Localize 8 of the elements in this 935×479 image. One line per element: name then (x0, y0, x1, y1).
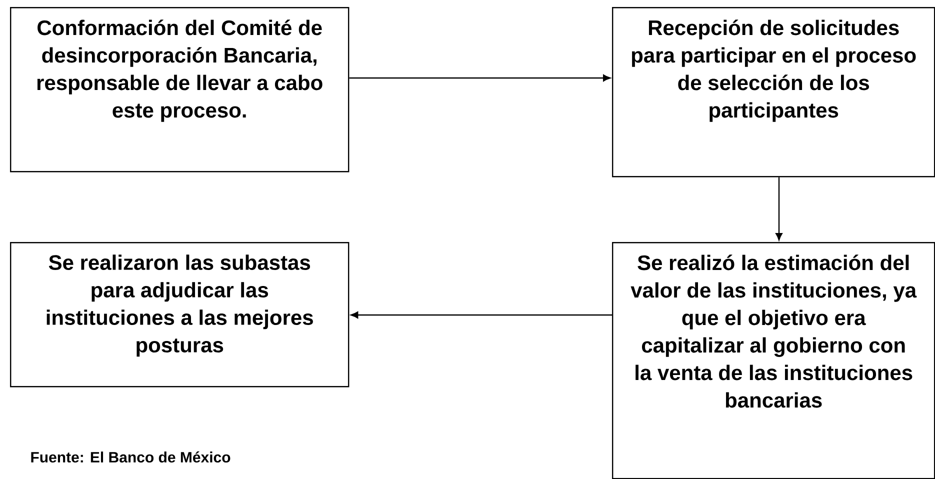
arrow (349, 74, 610, 82)
process-box: Se realizaron las subastas para adjudicar las instituciones a las mejores posturas (10, 242, 350, 388)
arrow (776, 177, 782, 240)
source-note: Fuente: El Banco de México (31, 451, 230, 463)
process-box: Conformación del Comité de desincorporación Bancaria, responsable de llevar a cabo este proceso. (10, 7, 350, 172)
process-box: Se realizó la estimación del valor de las instituciones, ya que el objetivo era capitalizar al gobierno con la venta de las instituciones bancarias (612, 242, 935, 479)
arrow (350, 312, 612, 318)
process-box: Recepción de solicitudes para participar en el proceso de selección de los participantes (612, 7, 935, 178)
